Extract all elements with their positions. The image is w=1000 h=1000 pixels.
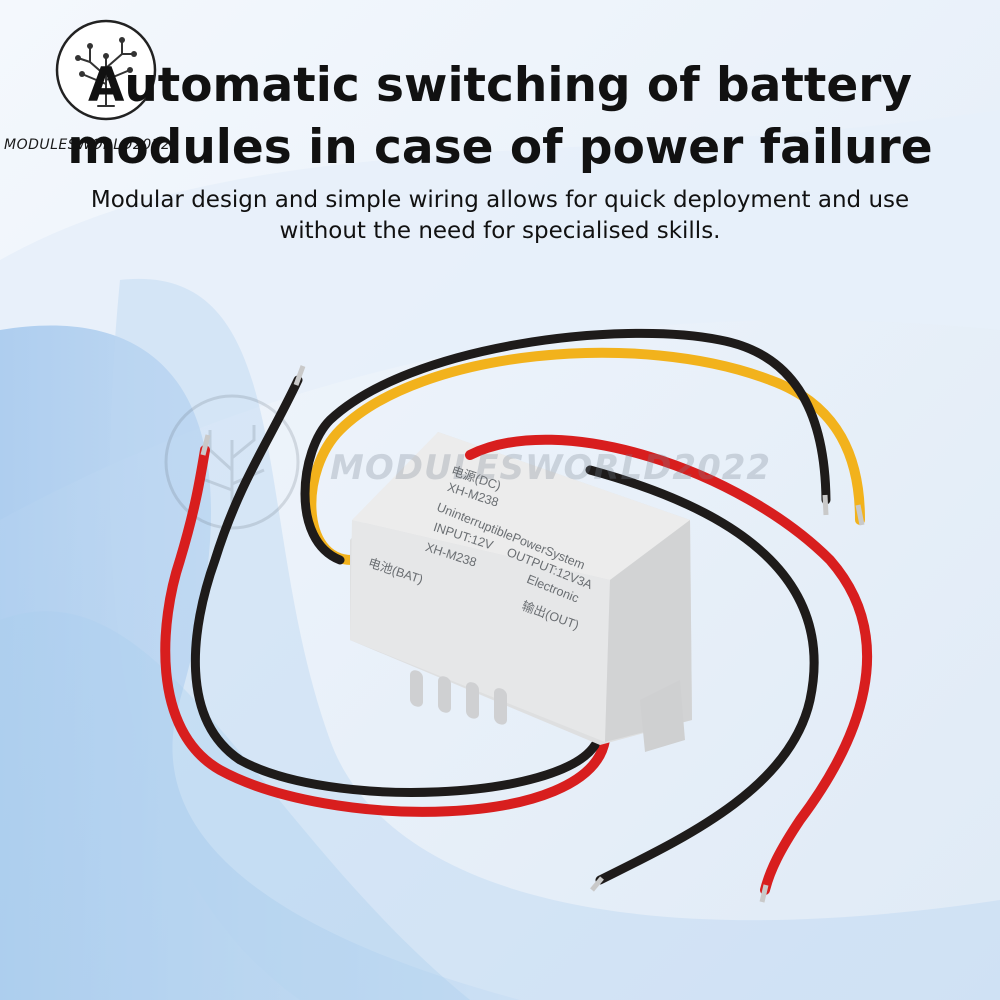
ups-module <box>350 432 692 752</box>
circuit-tree-logo-icon <box>55 19 157 121</box>
subtitle-line-2: without the need for specialised skills. <box>279 218 721 244</box>
yellow-wire <box>306 347 865 565</box>
red-wire-left <box>160 445 610 817</box>
watermark-brand-center: MODULESWORLD2022 <box>330 448 772 488</box>
black-wire-left <box>190 375 600 797</box>
watermark-brand-corner: MODULESWORLD2022 <box>4 137 171 153</box>
subtitle-line-1: Modular design and simple wiring allows … <box>90 187 910 213</box>
headline-line-2: modules in case of power failure <box>67 120 933 175</box>
red-wire-right <box>465 434 873 895</box>
headline-line-1: Automatic switching of battery <box>87 58 913 113</box>
black-wire-top <box>300 328 831 565</box>
